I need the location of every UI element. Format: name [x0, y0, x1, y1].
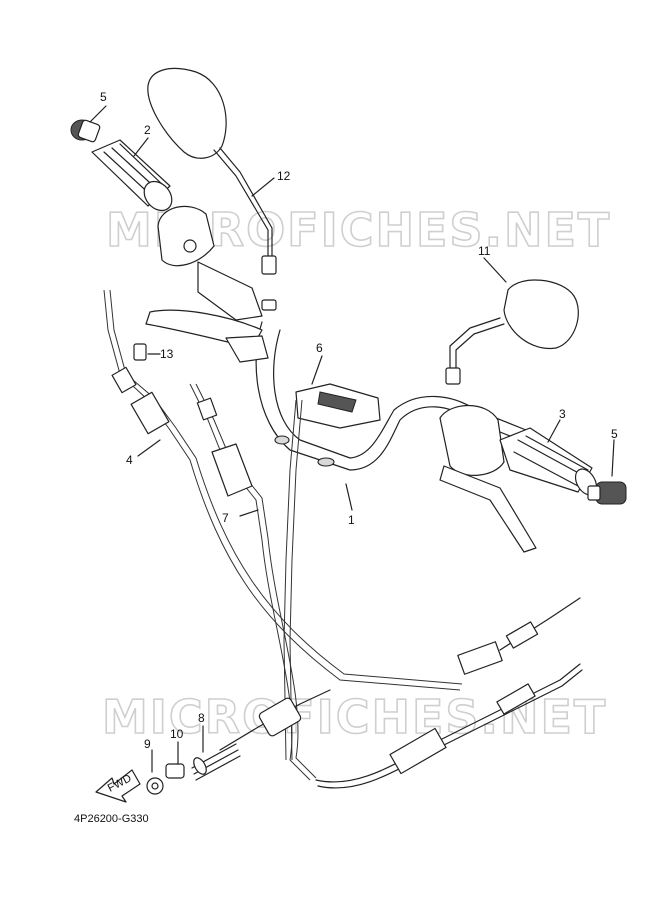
callout-5-right: 5	[611, 427, 618, 441]
leader-lines	[89, 105, 615, 773]
left-grip	[91, 139, 173, 212]
left-grip-end	[70, 119, 101, 143]
callout-12: 9	[144, 737, 151, 751]
callout-7: 7	[222, 511, 229, 525]
throttle-cables	[189, 383, 583, 789]
fwd-arrow: FWD	[95, 769, 141, 803]
callout-6: 6	[316, 341, 323, 355]
callout-5-left: 5	[100, 90, 107, 104]
handlebar	[255, 321, 527, 471]
right-grip-end	[587, 481, 627, 505]
callout-3: 3	[559, 407, 566, 421]
callout-4: 4	[126, 453, 133, 467]
callout-2: 2	[144, 123, 151, 137]
clutch-cable	[103, 289, 581, 691]
callout-13: 13	[160, 347, 174, 361]
callout-10: 12	[277, 169, 291, 183]
left-switch-housing	[157, 205, 263, 321]
clutch-lever	[145, 309, 269, 363]
callout-9: 11	[478, 244, 491, 258]
drawing-code: 4P26200-G330	[74, 813, 149, 825]
left-mirror	[147, 67, 277, 311]
throttle-housing	[439, 405, 537, 553]
callout-1: 1	[348, 513, 355, 527]
right-mirror	[445, 279, 579, 385]
screw	[133, 343, 147, 361]
small-fittings	[146, 763, 185, 795]
adjuster-assembly	[191, 689, 331, 781]
callout-8: 8	[198, 711, 205, 725]
callout-11: 10	[170, 727, 184, 741]
